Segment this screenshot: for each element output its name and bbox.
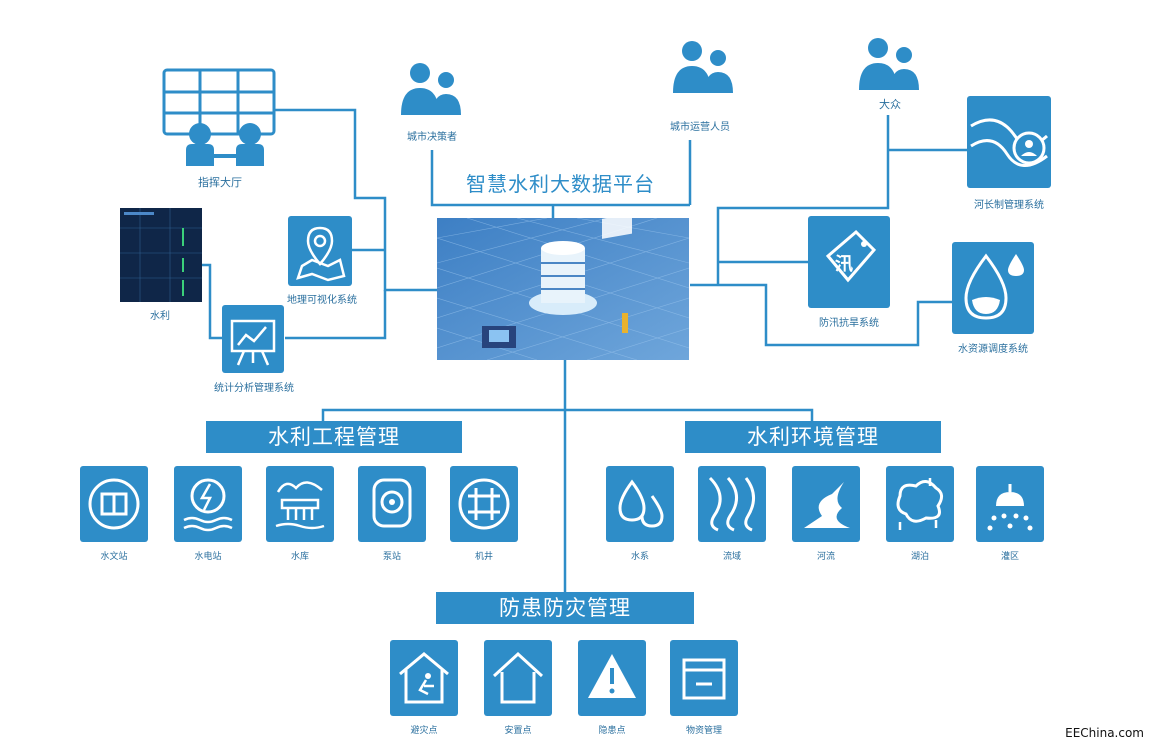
flood-tag-icon[interactable]: 汛 bbox=[808, 216, 890, 308]
water-system-icon[interactable] bbox=[606, 466, 674, 542]
water-dispatch-label: 水资源调度系统 bbox=[958, 344, 1028, 355]
hazard-label: 隐患点 bbox=[598, 726, 626, 736]
reservoir-icon[interactable] bbox=[266, 466, 334, 542]
flood-drought-label: 防汛抗旱系统 bbox=[819, 318, 879, 329]
engineering-banner: 水利工程管理 bbox=[206, 421, 462, 453]
stats-label: 统计分析管理系统 bbox=[214, 383, 294, 394]
resettlement-label: 安置点 bbox=[504, 726, 532, 736]
command-hall-label: 指挥大厅 bbox=[198, 176, 242, 189]
shelter-label: 避灾点 bbox=[410, 726, 438, 736]
dashboard-thumbnail bbox=[120, 208, 202, 302]
flood-char: 汛 bbox=[835, 254, 853, 275]
public-label: 大众 bbox=[879, 98, 901, 111]
reservoir-label: 水库 bbox=[290, 552, 309, 562]
irrigation-icon[interactable] bbox=[976, 466, 1044, 542]
hydrology-station-label: 水文站 bbox=[100, 552, 128, 562]
water-conservancy-label: 水利 bbox=[150, 311, 170, 322]
well-icon[interactable] bbox=[450, 466, 518, 542]
lake-icon[interactable] bbox=[886, 466, 954, 542]
river-icon[interactable] bbox=[792, 466, 860, 542]
hydropower-icon[interactable] bbox=[174, 466, 242, 542]
well-label: 机井 bbox=[474, 552, 493, 562]
basin-label: 流域 bbox=[722, 552, 741, 562]
basin-icon[interactable] bbox=[698, 466, 766, 542]
map-pin-icon[interactable] bbox=[288, 216, 352, 286]
water-drop-icon[interactable] bbox=[952, 242, 1034, 334]
operators-label: 城市运营人员 bbox=[670, 122, 730, 133]
lake-label: 湖泊 bbox=[910, 552, 929, 562]
pump-station-icon[interactable] bbox=[358, 466, 426, 542]
user-group-icon bbox=[393, 60, 469, 118]
command-hall-icon bbox=[162, 68, 276, 168]
warning-icon[interactable] bbox=[578, 640, 646, 716]
environment-banner: 水利环境管理 bbox=[685, 421, 941, 453]
geo-viz-label: 地理可视化系统 bbox=[287, 295, 357, 306]
hydrology-station-icon[interactable] bbox=[80, 466, 148, 542]
chart-board-icon[interactable] bbox=[222, 305, 284, 373]
hydropower-label: 水电站 bbox=[194, 552, 222, 562]
irrigation-label: 灌区 bbox=[1000, 552, 1019, 562]
shelter-house-icon[interactable] bbox=[390, 640, 458, 716]
river-chief-label: 河长制管理系统 bbox=[974, 200, 1044, 211]
supply-box-icon[interactable] bbox=[670, 640, 738, 716]
disaster-banner: 防患防灾管理 bbox=[436, 592, 694, 624]
watermark: EEChina.com bbox=[1065, 726, 1144, 740]
platform-illustration bbox=[436, 213, 690, 361]
river-label: 河流 bbox=[816, 552, 835, 562]
water-system-label: 水系 bbox=[630, 552, 649, 562]
supplies-label: 物资管理 bbox=[685, 726, 722, 736]
user-group-icon bbox=[851, 35, 927, 93]
river-person-icon[interactable] bbox=[967, 96, 1051, 188]
decision-makers-label: 城市决策者 bbox=[407, 132, 457, 143]
pump-station-label: 泵站 bbox=[382, 552, 401, 562]
home-icon[interactable] bbox=[484, 640, 552, 716]
platform-title: 智慧水利大数据平台 bbox=[466, 172, 655, 196]
user-group-icon bbox=[665, 38, 741, 96]
